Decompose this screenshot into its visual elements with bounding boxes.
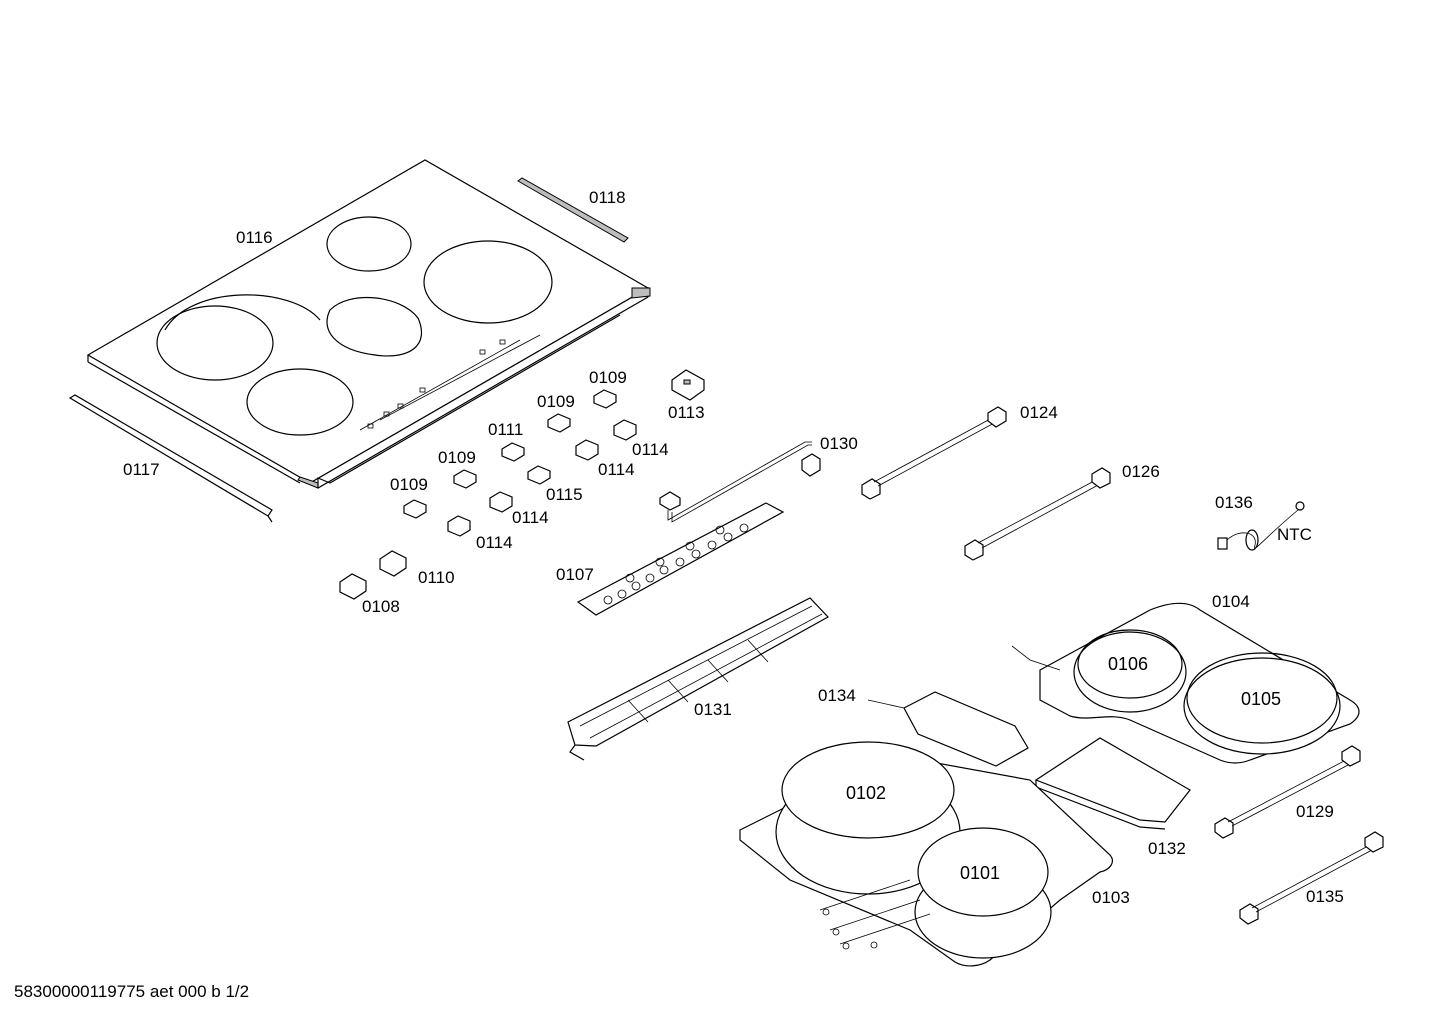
- label-0108: 0108: [362, 597, 400, 616]
- label-0114: 0114: [512, 508, 549, 527]
- induction-tray-rear: [1011, 602, 1360, 764]
- label-0104: 0104: [1212, 592, 1250, 611]
- label-0109: 0109: [390, 475, 428, 494]
- cable-0130: [659, 441, 821, 523]
- label-0114: 0114: [598, 460, 635, 479]
- label-0107: 0107: [556, 565, 594, 584]
- part-labels: 0116 0118 0117 0109 0109 0109 0109 0113 …: [123, 188, 1344, 907]
- label-0110: 0110: [418, 568, 455, 587]
- label-0130: 0130: [820, 434, 858, 453]
- label-0118: 0118: [589, 188, 626, 207]
- label-0103: 0103: [1092, 888, 1130, 907]
- label-0109: 0109: [438, 448, 476, 467]
- label-0101: 0101: [960, 863, 1000, 883]
- label-0115: 0115: [546, 485, 583, 504]
- control-buttons: [339, 369, 705, 600]
- label-0106: 0106: [1108, 654, 1148, 674]
- label-0131: 0131: [694, 700, 732, 719]
- label-0132: 0132: [1148, 839, 1186, 858]
- label-0114: 0114: [476, 533, 513, 552]
- label-0109: 0109: [537, 392, 575, 411]
- ntc-sensor: [1217, 501, 1305, 551]
- label-0114: 0114: [632, 440, 669, 459]
- cable-0124: [861, 406, 1007, 500]
- label-0126: 0126: [1122, 462, 1160, 481]
- label-0135: 0135: [1306, 887, 1344, 906]
- label-0113: 0113: [668, 403, 705, 422]
- shield-plate-0132: [1034, 737, 1191, 830]
- trim-strip-front: [68, 394, 273, 523]
- shield-plate-0134: [903, 691, 1029, 767]
- induction-tray-front: [739, 741, 1113, 967]
- label-0129: 0129: [1296, 802, 1334, 821]
- label-ntc: NTC: [1277, 525, 1312, 544]
- cable-0126: [964, 467, 1111, 561]
- label-0117: 0117: [123, 460, 160, 479]
- cable-0129: [1214, 745, 1361, 839]
- label-0136: 0136: [1215, 493, 1253, 512]
- label-0109: 0109: [589, 368, 627, 387]
- label-0105: 0105: [1241, 689, 1281, 709]
- label-0111: 0111: [488, 420, 523, 439]
- label-0134: 0134: [818, 686, 856, 705]
- cable-0135: [1239, 831, 1384, 925]
- label-0124: 0124: [1020, 403, 1058, 422]
- control-pcb: [576, 502, 785, 616]
- label-0102: 0102: [846, 783, 886, 803]
- carrier-frame: [567, 597, 829, 761]
- label-0116: 0116: [236, 228, 273, 247]
- document-footer: 58300000119775 aet 000 b 1/2: [14, 982, 250, 1001]
- hob-glass-top: [86, 159, 651, 489]
- trim-strip-rear: [517, 177, 629, 243]
- leader-lines: [867, 699, 905, 709]
